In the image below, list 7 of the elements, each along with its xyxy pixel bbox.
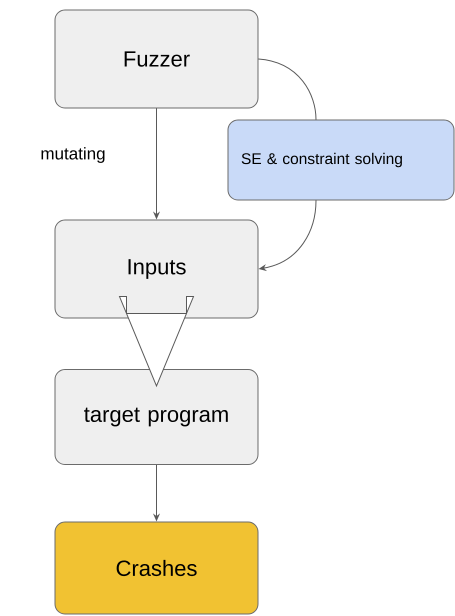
block-arrow (118, 296, 194, 388)
process-box: Inputs (54, 220, 258, 318)
edge-label: mutating (39, 146, 107, 164)
process-box: target program (54, 369, 258, 465)
process-box: Fuzzer (54, 10, 258, 108)
process-box: SE & constraint solving (228, 120, 454, 200)
process-box: Crashes (54, 522, 258, 614)
